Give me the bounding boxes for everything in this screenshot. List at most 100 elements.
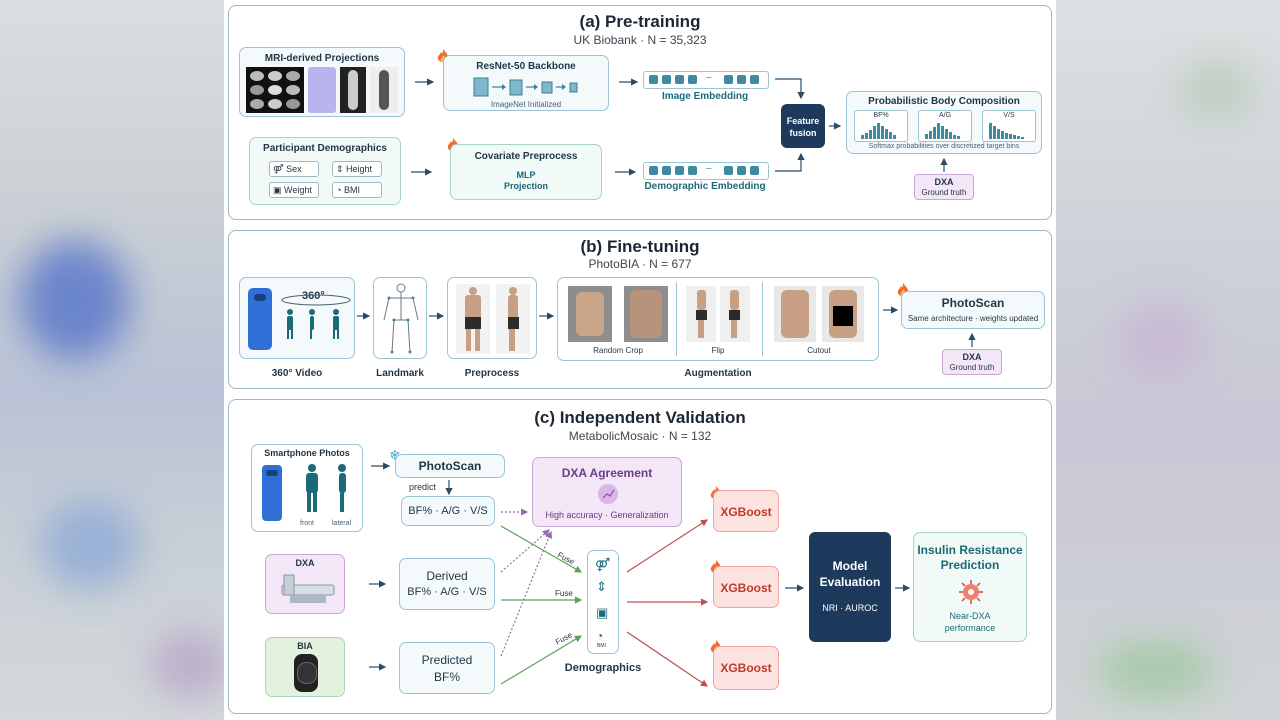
imagenet-init-label: ImageNet Initialized <box>490 100 562 109</box>
vs-bin-label: V/S <box>1003 112 1015 119</box>
smartphone-photos-title: Smartphone Photos <box>264 448 350 458</box>
xgboost-box-1: XGBoost <box>713 490 779 532</box>
bmi-tag: BMI <box>597 643 606 649</box>
mri-projections-box: MRI-derived Projections <box>239 47 405 117</box>
bg-blob <box>40 500 140 590</box>
body-silhouettes-icon <box>306 464 346 512</box>
panel-validation: (c) Independent Validation MetabolicMosa… <box>228 399 1052 714</box>
preprocessed-side-photo <box>496 284 530 354</box>
model-eval-line2: Evaluation <box>819 575 881 589</box>
bia-label: BIA <box>297 641 313 651</box>
mri-projection-dark <box>340 67 366 113</box>
height-icon: ⇕ <box>336 164 347 174</box>
predicted-bf-box: Predicted BF% <box>399 642 495 694</box>
covariate-title: Covariate Preprocess <box>474 151 578 162</box>
dxa-label: DXA <box>934 177 954 187</box>
network-layers-icon <box>473 77 578 97</box>
backbone-title: ResNet-50 Backbone <box>476 61 576 72</box>
divider <box>762 282 763 356</box>
panel-a-title: (a) Pre-training <box>579 12 701 31</box>
vs-bars <box>989 123 1024 139</box>
demographics-label: Demographics <box>564 662 642 674</box>
insulin-title-1: Insulin Resistance <box>917 543 1023 557</box>
vs-histogram: V/S <box>982 110 1036 142</box>
front-label: front <box>300 520 315 527</box>
ag-histogram: A/G <box>918 110 972 142</box>
predicted-bf-label: BF% <box>433 670 460 684</box>
dxa-agreement-sub: High accuracy · Generalization <box>545 510 669 520</box>
smartphone-icon <box>262 465 282 521</box>
height-chip: ⇕ Height <box>332 161 382 177</box>
insulin-resistance-box: Insulin Resistance Prediction Near-DXA p… <box>913 532 1027 642</box>
dxa-device-label: DXA <box>295 558 315 568</box>
random-crop-label: Random Crop <box>593 346 643 355</box>
gauge-icon: ◔ <box>596 629 604 643</box>
covariate-preprocess-box: Covariate Preprocess MLP Projection <box>450 144 602 200</box>
model-eval-metrics: NRI · AUROC <box>822 603 878 613</box>
xgboost-box-2: XGBoost <box>713 566 779 608</box>
panel-a-arrows <box>411 78 948 176</box>
image-embedding-vector: – <box>643 71 769 89</box>
ag-bin-label: A/G <box>938 112 952 119</box>
insulin-sub-2: performance <box>944 623 996 633</box>
stage-augmentation-label: Augmentation <box>684 368 752 379</box>
random-crop-photo-2 <box>624 286 668 342</box>
smartphone-icon <box>248 288 272 350</box>
stage-preprocess-label: Preprocess <box>464 368 520 379</box>
xgboost-label-3: XGBoost <box>720 661 772 675</box>
xgboost-label-2: XGBoost <box>720 581 772 595</box>
ag-bars <box>925 123 960 139</box>
cutout-photo-2 <box>822 286 864 342</box>
photoscan-title: PhotoScan <box>941 296 1005 310</box>
prob-caption: Softmax probabilities over discretized t… <box>868 143 1020 150</box>
bmi-chip: ◔ BMI <box>332 182 382 198</box>
resnet-backbone-box: ResNet-50 Backbone ImageNet Initialized <box>443 55 609 111</box>
panel-c-subtitle: MetabolicMosaic · N = 132 <box>568 429 712 443</box>
photoscan-finetune-box: PhotoScan Same architecture · weights up… <box>901 291 1045 329</box>
derived-metrics-box: Derived BF% · A/G · V/S <box>399 558 495 610</box>
figure-canvas: (a) Pre-training UK Biobank · N = 35,323… <box>224 0 1056 720</box>
bg-blob <box>20 240 130 360</box>
preprocess-box <box>447 277 537 359</box>
preprocessed-front-photo <box>456 284 490 354</box>
panel-finetuning: (b) Fine-tuning PhotoBIA · N = 677 360° … <box>228 230 1052 389</box>
right-background <box>1056 0 1280 720</box>
model-eval-line1: Model <box>832 559 868 573</box>
weight-icon: ▣ <box>596 605 609 620</box>
feature-fusion-label: Feature fusion <box>786 116 820 138</box>
video-capture-box: 360° <box>239 277 355 359</box>
bg-blob <box>1116 300 1206 380</box>
panel-b-subtitle: PhotoBIA · N = 677 <box>588 257 692 271</box>
photoscan-outputs-box: BF% · A/G · V/S <box>401 496 495 526</box>
xgboost-label-1: XGBoost <box>720 505 772 519</box>
flip-photo-1 <box>686 286 716 342</box>
weight-icon: ▣ <box>273 185 285 195</box>
dxa-scanner-icon <box>281 574 335 603</box>
panel-pretraining: (a) Pre-training UK Biobank · N = 35,323… <box>228 5 1052 220</box>
dxa-ground-truth-b: DXA Ground truth <box>942 349 1002 375</box>
sex-chip: ⚤ Sex <box>269 161 319 177</box>
probabilistic-body-composition-box: Probabilistic Body Composition BF% A/G V… <box>846 91 1042 154</box>
image-embedding-label: Image Embedding <box>661 91 749 102</box>
bg-blob <box>1096 640 1216 700</box>
weight-label: Weight <box>284 185 312 195</box>
bf-histogram: BF% <box>854 110 908 142</box>
sex-icon: ⚤ <box>595 557 611 572</box>
mri-projection-light <box>370 67 398 113</box>
prob-title: Probabilistic Body Composition <box>868 96 1020 107</box>
mri-projection-purple <box>308 67 336 113</box>
bg-blob <box>150 630 224 700</box>
photoscan-outputs-label: BF% · A/G · V/S <box>408 505 488 517</box>
dxa-agreement-title: DXA Agreement <box>561 466 653 480</box>
panel-b-arrows <box>357 306 976 347</box>
flip-photo-2 <box>720 286 750 342</box>
dxa-device-box: DXA <box>265 554 345 614</box>
derived-metrics-label: BF% · A/G · V/S <box>407 586 487 598</box>
weight-chip: ▣ Weight <box>269 182 319 198</box>
demographic-embedding-vector: – <box>643 162 769 180</box>
participant-demographics-box: Participant Demographics ⚤ Sex ⇕ Height … <box>249 137 401 205</box>
bf-bin-label: BF% <box>873 112 889 119</box>
demographics-title: Participant Demographics <box>263 143 387 154</box>
smartphone-photos-box: Smartphone Photos front lateral <box>251 444 363 532</box>
photoscan-sub: Same architecture · weights updated <box>907 314 1039 323</box>
